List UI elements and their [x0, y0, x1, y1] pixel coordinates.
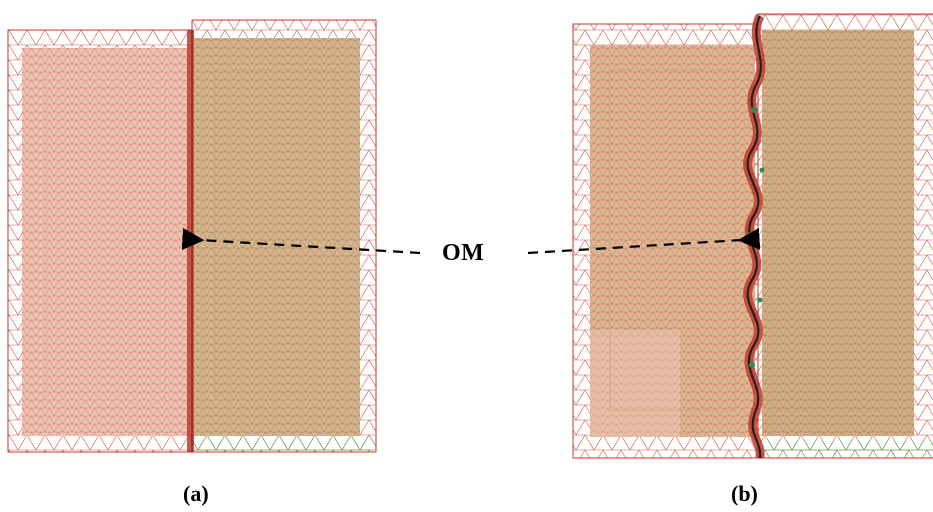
panel-a-interface — [187, 30, 194, 452]
om-label: OM — [442, 240, 485, 266]
panel-a-caption: (a) — [183, 481, 209, 506]
arrow-to-panel-b — [527, 227, 761, 255]
panel-a-mesh — [7, 19, 377, 453]
arrow-to-panel-a — [181, 227, 421, 255]
panel-b-caption: (b) — [731, 481, 758, 506]
panel-b-mesh — [572, 13, 933, 459]
